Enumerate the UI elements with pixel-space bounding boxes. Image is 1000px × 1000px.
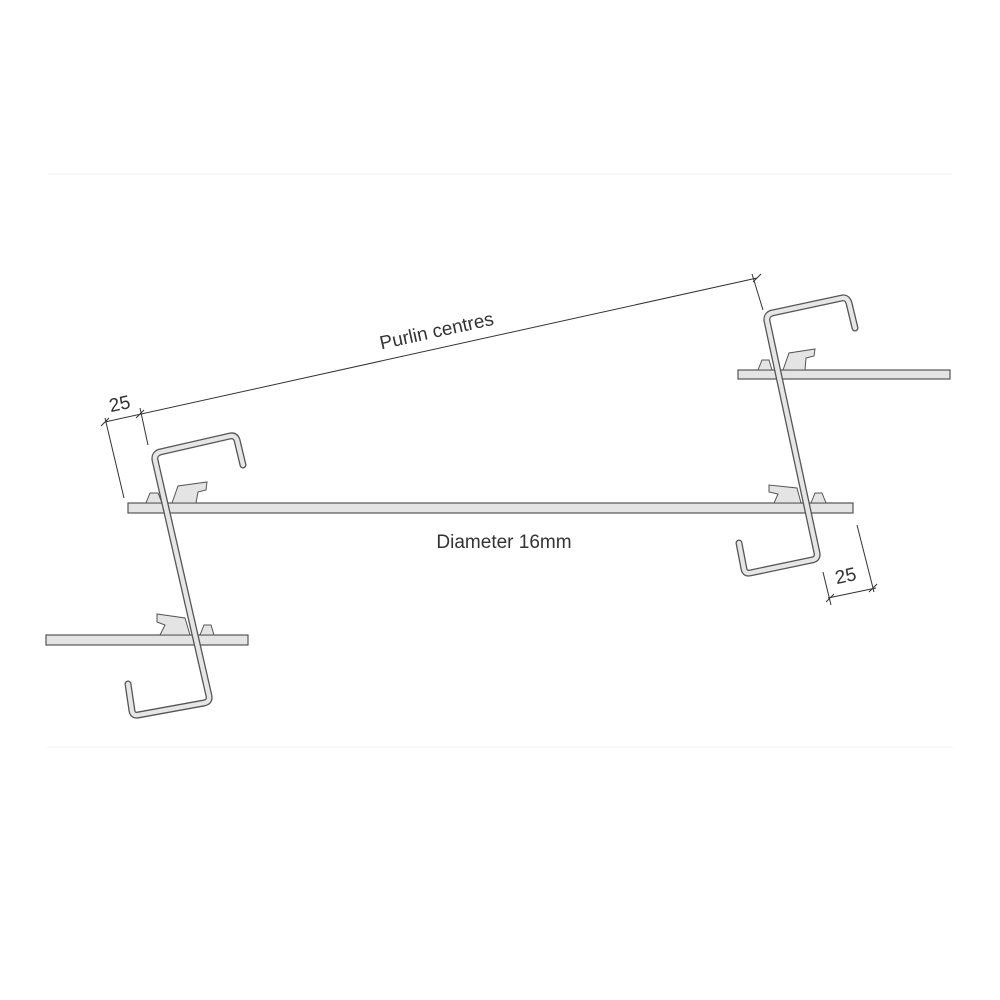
clip-small	[810, 492, 827, 504]
clip-large	[782, 348, 816, 371]
clips	[145, 348, 827, 636]
clip-large	[768, 484, 802, 504]
dimension-right-label: 25	[833, 564, 858, 589]
clip-small	[145, 492, 163, 504]
clip-large	[156, 613, 191, 636]
diameter-label: Diameter 16mm	[436, 532, 571, 553]
panel-lower-left	[45, 634, 249, 646]
clip-small	[757, 359, 773, 371]
clip-large	[171, 481, 208, 504]
panel-middle	[127, 502, 854, 514]
z-purlin-right	[735, 294, 859, 577]
purlin-centres-label: Purlin centres	[378, 309, 496, 354]
dimension-left-label: 25	[107, 392, 132, 417]
dimension-right	[822, 524, 878, 606]
dimension-purlin-centres	[100, 273, 764, 499]
z-purlin-left	[124, 432, 247, 719]
clip-small	[199, 624, 215, 636]
panel-upper-right	[737, 369, 951, 380]
